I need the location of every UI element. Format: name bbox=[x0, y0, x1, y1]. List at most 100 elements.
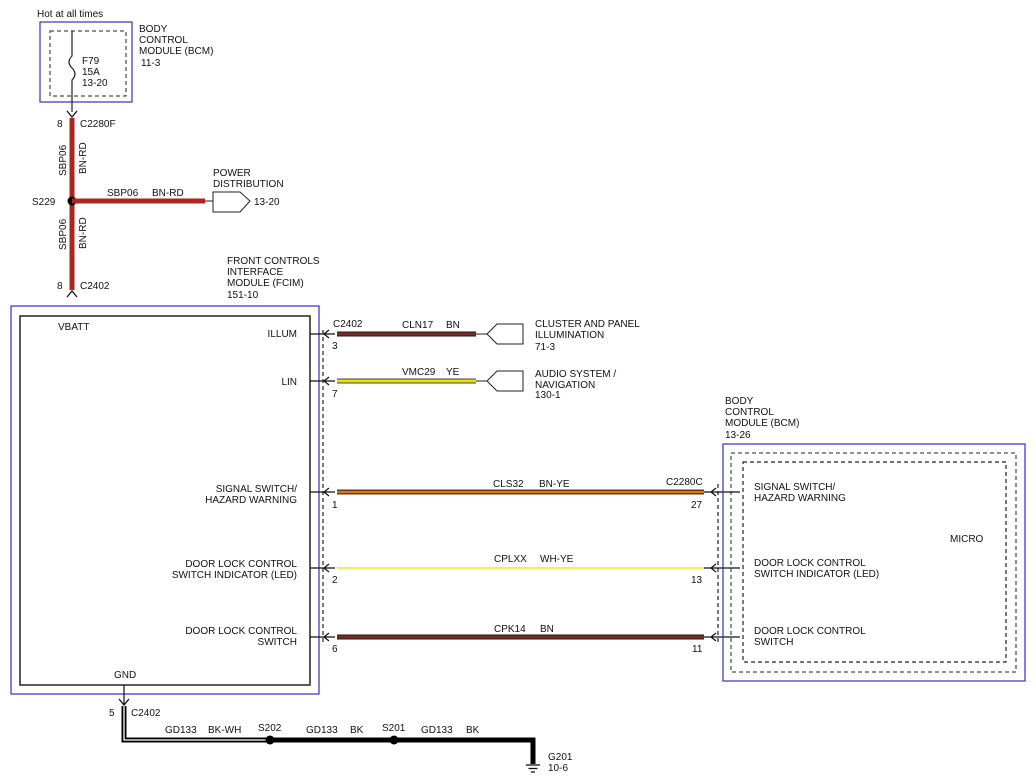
fuse-id: F79 bbox=[82, 56, 100, 67]
wire-vmc29-color: YE bbox=[446, 367, 460, 378]
c2280f-connector: C2280F bbox=[80, 119, 116, 130]
bcm-pin-led-arrow-icon bbox=[704, 563, 740, 573]
c2402-top-connector: C2402 bbox=[80, 281, 110, 292]
bcm-right-module bbox=[722, 443, 1026, 682]
fcim-pin-led-label-1: DOOR LOCK CONTROL bbox=[185, 559, 297, 570]
lin-dest-connector-icon bbox=[486, 370, 524, 392]
wire-cplxx-color: WH-YE bbox=[540, 554, 574, 565]
power-dist-title-1: POWER bbox=[213, 168, 251, 179]
fcim-title-3: MODULE (FCIM) bbox=[227, 278, 304, 289]
lin-dest-title-1: AUDIO SYSTEM / bbox=[535, 369, 616, 380]
fcim-connector-label: C2402 bbox=[333, 319, 363, 330]
seg1-circuit: GD133 bbox=[165, 725, 197, 736]
fcim-pin-illum-arrow-icon bbox=[310, 329, 335, 339]
power-dist-ref: 13-20 bbox=[254, 197, 280, 208]
seg3-color: BK bbox=[466, 725, 480, 736]
fcim-pin-lin-arrow-icon bbox=[310, 376, 335, 386]
fcim-pin-illum-label: ILLUM bbox=[268, 329, 297, 340]
gnd-terminal-icon bbox=[118, 698, 130, 707]
lin-dest-ref: 130-1 bbox=[535, 390, 561, 401]
fcim-pin-signal-number: 1 bbox=[332, 500, 338, 511]
wire-cln17-color: BN bbox=[446, 320, 460, 331]
wire-vmc29-circuit: VMC29 bbox=[402, 367, 436, 378]
fcim-pin-lin-number: 7 bbox=[332, 389, 338, 400]
bcm-pin-led-label-2: SWITCH INDICATOR (LED) bbox=[754, 569, 879, 580]
bcm-pin-led-label-1: DOOR LOCK CONTROL bbox=[754, 558, 866, 569]
wire-sbp06-lower-circuit: SBP06 bbox=[58, 218, 69, 250]
fcim-pin-dlswitch-label-1: DOOR LOCK CONTROL bbox=[185, 626, 297, 637]
fcim-vbatt: VBATT bbox=[58, 322, 89, 333]
fcim-pin-signal-label-1: SIGNAL SWITCH/ bbox=[216, 484, 298, 495]
bcm-right-ref: 13-26 bbox=[725, 430, 751, 441]
bcm-right-micro-label: MICRO bbox=[950, 534, 984, 545]
fcim-module bbox=[10, 305, 320, 695]
wire-power-color: BN-RD bbox=[152, 188, 184, 199]
seg2-color: BK bbox=[350, 725, 364, 736]
illum-dest-title-1: CLUSTER AND PANEL bbox=[535, 319, 640, 330]
seg3-circuit: GD133 bbox=[421, 725, 453, 736]
bcm-right-title-1: BODY bbox=[725, 396, 754, 407]
fcim-gnd: GND bbox=[114, 670, 136, 681]
bcm-pin-signal-arrow-icon bbox=[704, 487, 740, 497]
ground-id: G201 bbox=[548, 752, 573, 763]
fcim-title-2: INTERFACE bbox=[227, 267, 283, 278]
fcim-inner bbox=[19, 315, 311, 686]
gnd-connector: C2402 bbox=[131, 708, 161, 719]
bcm-pin-signal-number: 27 bbox=[691, 500, 703, 511]
bcm-top-title-1: BODY bbox=[139, 24, 168, 35]
bcm-pin-dlswitch-label-2: SWITCH bbox=[754, 637, 793, 648]
fcim-pin-led-label-2: SWITCH INDICATOR (LED) bbox=[172, 570, 297, 581]
fcim-pin-signal-label-2: HAZARD WARNING bbox=[205, 495, 297, 506]
fcim-pin-led-arrow-icon bbox=[310, 563, 335, 573]
bcm-top-module bbox=[39, 21, 133, 103]
lin-dest-title-2: NAVIGATION bbox=[535, 380, 595, 391]
wire-sbp06-lower-color: BN-RD bbox=[78, 217, 89, 249]
bcm-top-title-3: MODULE (BCM) bbox=[139, 46, 213, 57]
fuse-icon bbox=[68, 31, 76, 112]
wire-cpk14-color: BN bbox=[540, 624, 554, 635]
wire-cplxx-circuit: CPLXX bbox=[494, 554, 527, 565]
fcim-pin-signal-arrow-icon bbox=[310, 487, 335, 497]
wire-cpk14-circuit: CPK14 bbox=[494, 624, 526, 635]
wire-gd133-bk-2 bbox=[394, 737, 536, 764]
fcim-pin-arrows bbox=[310, 329, 335, 642]
bcm-right-micro-box bbox=[742, 461, 1007, 663]
bcm-right-title-2: CONTROL bbox=[725, 407, 774, 418]
wire-power-circuit: SBP06 bbox=[107, 188, 139, 199]
bcm-pin-dlswitch-label-1: DOOR LOCK CONTROL bbox=[754, 626, 866, 637]
bcm-connector-label: C2280C bbox=[666, 477, 703, 488]
splice-s202-label: S202 bbox=[258, 723, 282, 734]
bcm-top-inner bbox=[49, 30, 127, 97]
fcim-pin-illum-number: 3 bbox=[332, 341, 338, 352]
seg1-color: BK-WH bbox=[208, 725, 241, 736]
gnd-pin: 5 bbox=[109, 708, 115, 719]
fcim-pin-dlswitch-arrow-icon bbox=[310, 632, 335, 642]
c2402-top-pin: 8 bbox=[57, 281, 63, 292]
fuse-ref: 13-20 bbox=[82, 78, 108, 89]
fcim-pin-lin-label: LIN bbox=[281, 377, 297, 388]
fcim-ref: 151-10 bbox=[227, 290, 259, 301]
c2280f-pin: 8 bbox=[57, 119, 63, 130]
fcim-title-1: FRONT CONTROLS bbox=[227, 256, 320, 267]
fcim-pin-dlswitch-number: 6 bbox=[332, 644, 338, 655]
power-dist-title-2: DISTRIBUTION bbox=[213, 179, 284, 190]
bcm-pin-led-number: 13 bbox=[691, 575, 703, 586]
bcm-pin-dlswitch-arrow-icon bbox=[704, 632, 740, 642]
bcm-top-title-2: CONTROL bbox=[139, 35, 188, 46]
bcm-right-outer-dash bbox=[730, 452, 1017, 673]
seg2-circuit: GD133 bbox=[306, 725, 338, 736]
wire-cln17-circuit: CLN17 bbox=[402, 320, 434, 331]
bcm-pin-arrows bbox=[704, 487, 740, 642]
ground-ref: 10-6 bbox=[548, 763, 568, 774]
wire-cls32-color: BN-YE bbox=[539, 479, 570, 490]
wire-sbp06-upper-color: BN-RD bbox=[78, 142, 89, 174]
illum-dest-ref: 71-3 bbox=[535, 342, 555, 353]
power-dist-connector-icon bbox=[212, 191, 251, 213]
wire-cls32-circuit: CLS32 bbox=[493, 479, 524, 490]
illum-dest-connector-icon bbox=[486, 323, 524, 345]
fcim-pin-dlswitch-label-2: SWITCH bbox=[258, 637, 297, 648]
wire-gd133-bk-wh-stripe bbox=[123, 706, 270, 741]
bcm-pin-signal-label-2: HAZARD WARNING bbox=[754, 493, 846, 504]
c2280f-terminal-icon bbox=[66, 110, 78, 119]
